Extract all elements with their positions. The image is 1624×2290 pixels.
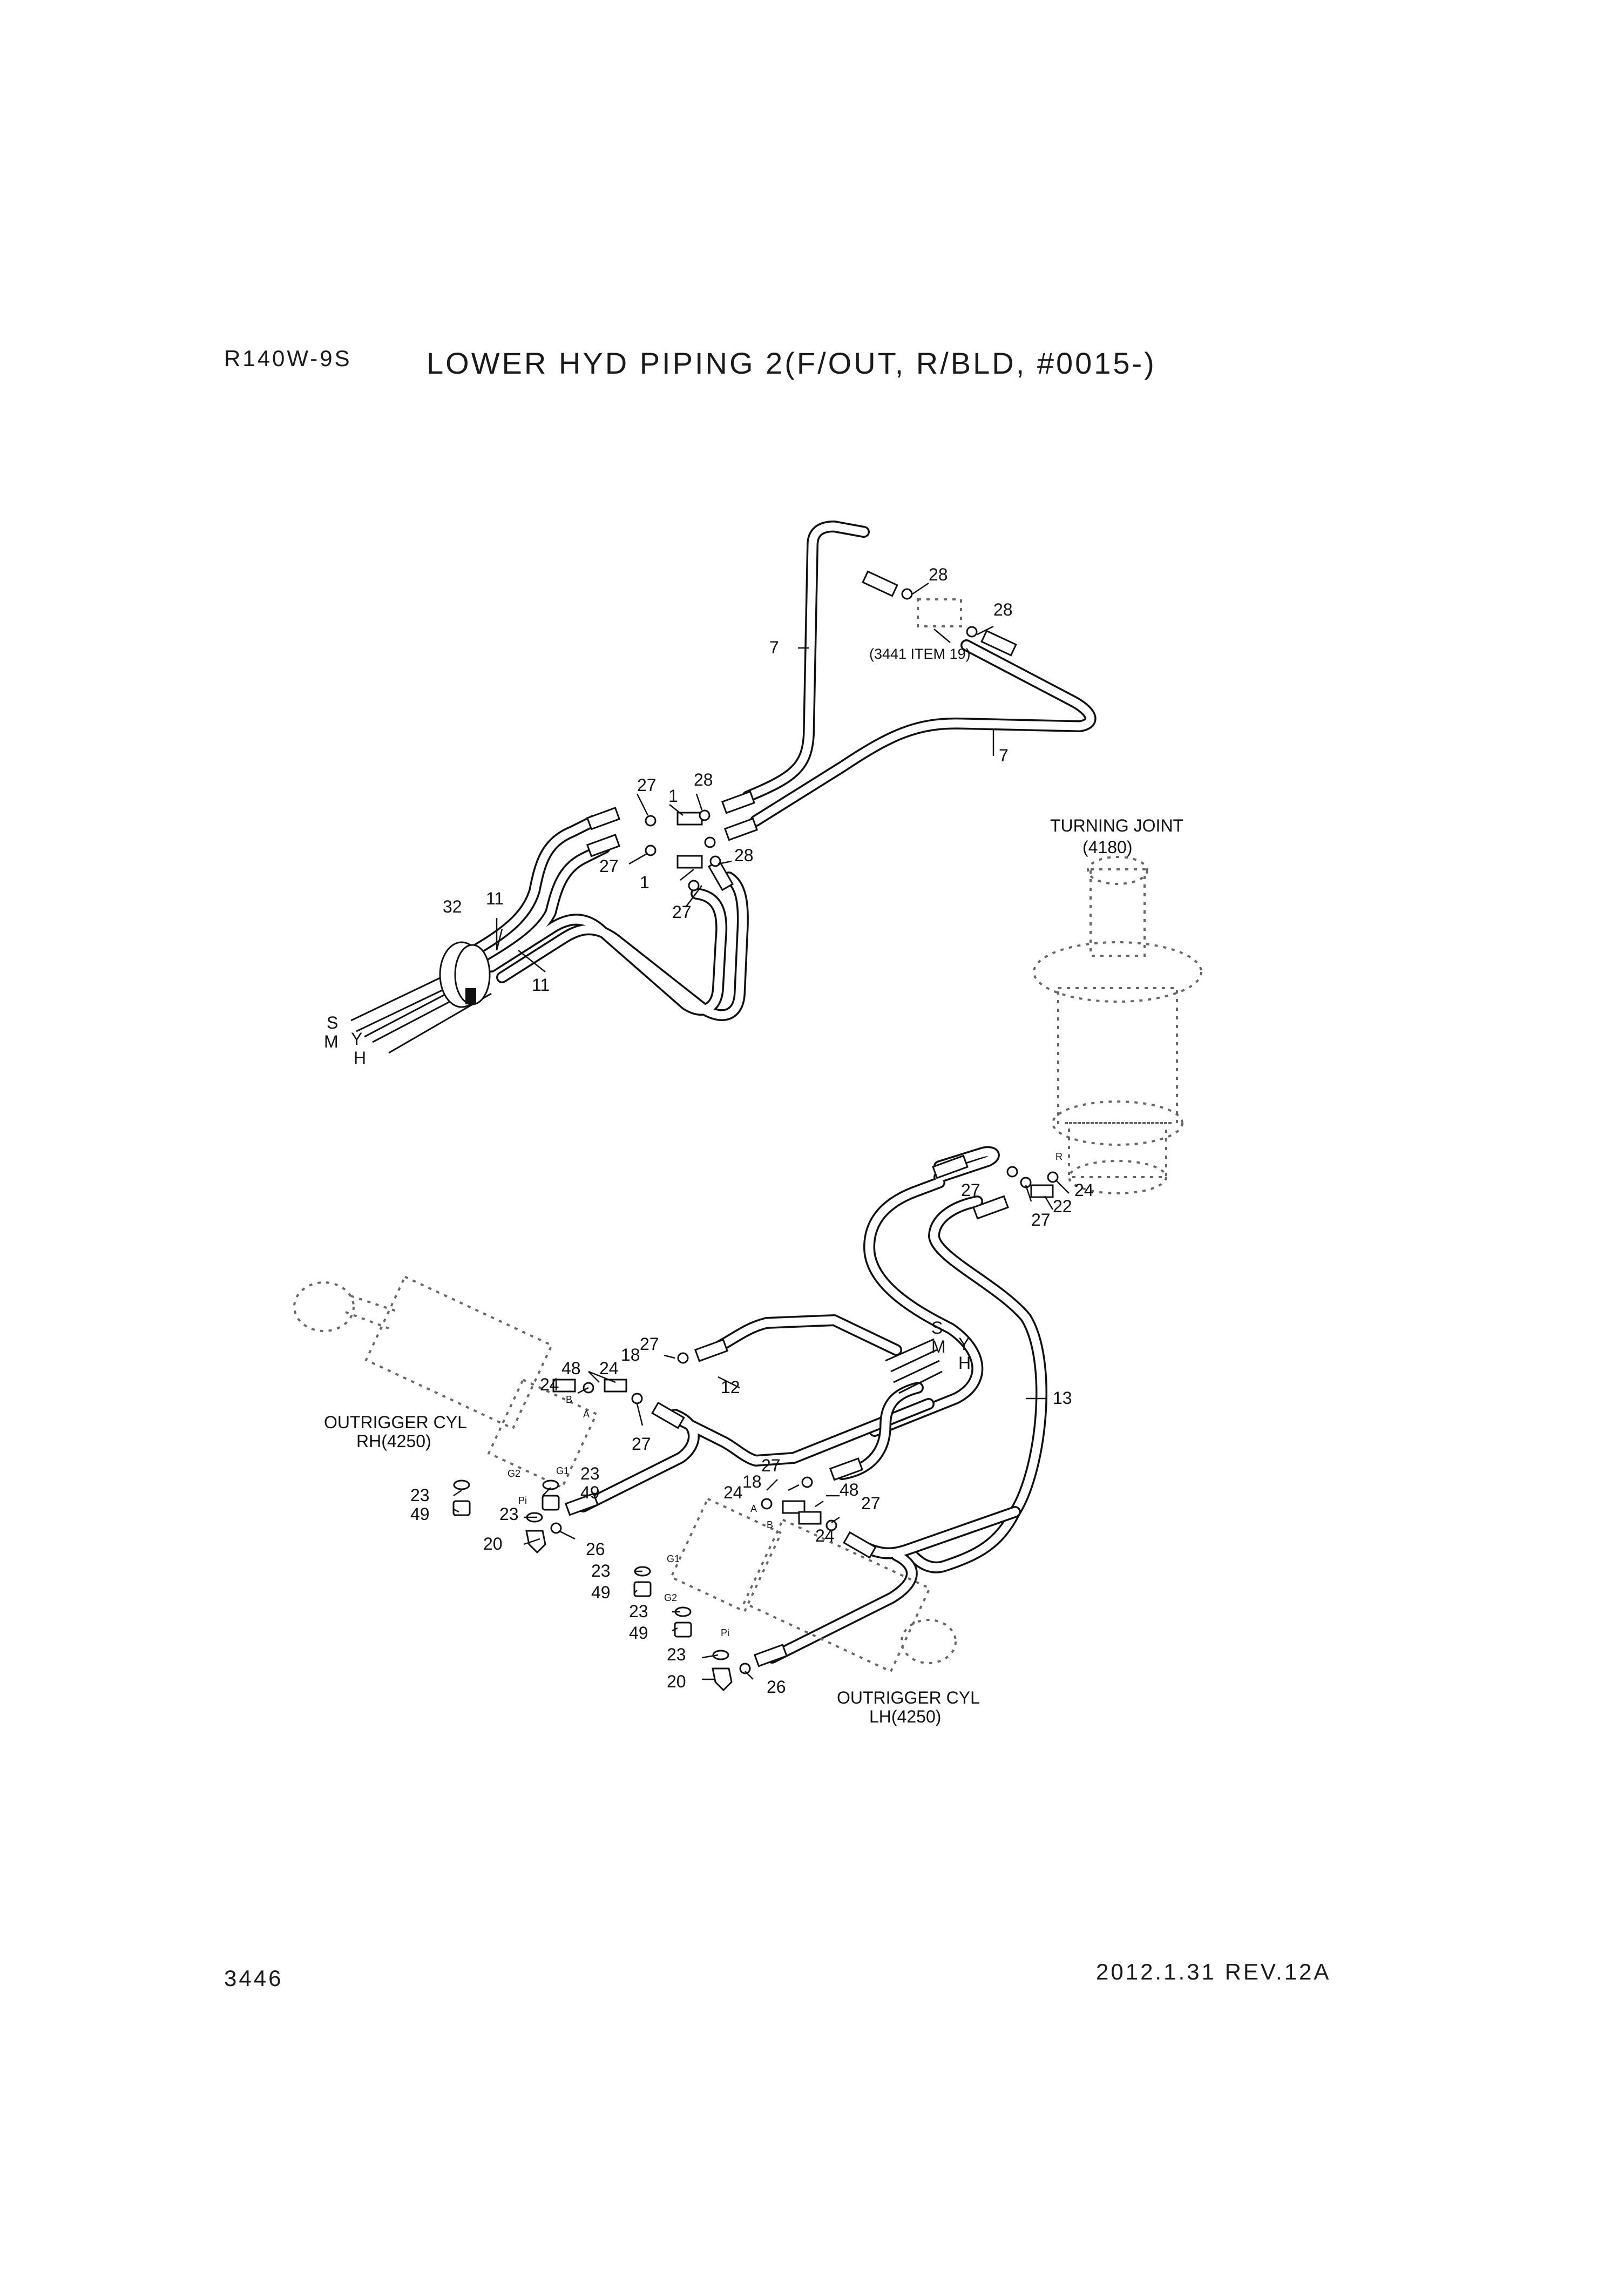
callout-28: 28 <box>694 770 713 789</box>
upper-hose-routing <box>350 521 1097 1054</box>
port-s-top: S <box>327 1013 338 1032</box>
port-h-mid: H <box>958 1353 971 1373</box>
callout-13: 13 <box>1053 1388 1072 1408</box>
lower-fittings <box>452 1154 1059 1692</box>
callout-23: 23 <box>591 1561 611 1580</box>
port-h-top: H <box>354 1048 366 1068</box>
callout-27: 27 <box>961 1180 980 1200</box>
callout-28: 28 <box>993 600 1013 619</box>
callout-24: 24 <box>540 1375 559 1394</box>
port-m-top: M <box>324 1032 339 1051</box>
callout-27: 27 <box>672 902 692 922</box>
callout-12: 12 <box>721 1377 740 1397</box>
callout-27: 27 <box>599 856 619 876</box>
outrigger-lh-ref: LH(4250) <box>869 1707 941 1726</box>
port-rh-a: A <box>583 1409 590 1420</box>
callout-27: 27 <box>632 1434 651 1454</box>
port-rh-g1: G1 <box>556 1465 569 1476</box>
leader-lines <box>453 582 1070 1680</box>
callout-24: 24 <box>599 1359 619 1378</box>
callout-27: 27 <box>1031 1210 1051 1230</box>
port-rh-g2: G2 <box>508 1468 520 1479</box>
callout-27: 27 <box>861 1494 881 1513</box>
callout-11: 11 <box>486 889 504 908</box>
callout-18: 18 <box>742 1472 762 1491</box>
port-y-top: Y <box>351 1029 362 1049</box>
callout-20: 20 <box>667 1672 686 1691</box>
callout-32: 32 <box>443 897 462 916</box>
port-s-mid: S <box>931 1318 943 1337</box>
callout-28: 28 <box>929 565 948 584</box>
item-ref-label: (3441 ITEM 19) <box>869 646 971 662</box>
callout-23: 23 <box>410 1485 430 1505</box>
callout-24: 24 <box>815 1526 835 1545</box>
port-rh-pi: Pi <box>518 1495 527 1506</box>
callout-27: 27 <box>761 1456 781 1475</box>
callout-24: 24 <box>723 1483 743 1502</box>
page-number: 3446 <box>224 1965 283 1991</box>
outrigger-rh-ref: RH(4250) <box>356 1431 431 1451</box>
callout-18: 18 <box>621 1345 640 1364</box>
callout-23: 23 <box>629 1602 648 1621</box>
upper-fittings <box>586 570 1017 891</box>
callout-26: 26 <box>586 1539 605 1559</box>
clamp-32 <box>439 941 491 1008</box>
turning-joint-label: TURNING JOINT <box>1050 816 1183 835</box>
callout-7: 7 <box>999 746 1009 765</box>
port-r: R <box>1055 1151 1063 1162</box>
port-m-mid: M <box>931 1337 946 1356</box>
port-labels: S M Y H S M Y H R A B G1 G2 Pi A B G1 G2… <box>324 1013 1063 1638</box>
outrigger-lh-label: OUTRIGGER CYL <box>837 1688 980 1707</box>
callout-27: 27 <box>637 775 657 795</box>
part-callouts: 28 28 7 7 27 28 1 27 1 28 27 32 11 11 27… <box>410 565 1094 1697</box>
lower-hose-routing <box>577 1146 1047 1664</box>
callout-49: 49 <box>580 1483 600 1502</box>
callout-49: 49 <box>410 1504 430 1524</box>
port-lh-g2: G2 <box>664 1592 677 1603</box>
callout-22: 22 <box>1053 1197 1072 1216</box>
callout-23: 23 <box>667 1645 686 1664</box>
port-lh-a: A <box>750 1503 757 1514</box>
callout-48: 48 <box>840 1480 859 1499</box>
reference-labels: TURNING JOINT (4180) (3441 ITEM 19) OUTR… <box>324 646 1183 1726</box>
callout-23: 23 <box>499 1504 519 1524</box>
port-rh-b: B <box>566 1394 572 1405</box>
turning-joint-ref: (4180) <box>1082 837 1133 857</box>
model-code: R140W-9S <box>224 346 352 371</box>
revision-date: 2012.1.31 REV.12A <box>1096 1959 1331 1984</box>
callout-1: 1 <box>668 786 678 806</box>
callout-1: 1 <box>640 873 649 892</box>
callout-49: 49 <box>629 1623 648 1643</box>
port-lh-pi: Pi <box>721 1627 729 1638</box>
callout-23: 23 <box>580 1464 600 1483</box>
port-lh-g1: G1 <box>667 1553 680 1564</box>
callout-27: 27 <box>640 1334 659 1354</box>
callout-28: 28 <box>734 846 754 865</box>
callout-49: 49 <box>591 1583 611 1602</box>
callout-7: 7 <box>769 638 779 657</box>
callout-48: 48 <box>561 1359 581 1378</box>
page-title: LOWER HYD PIPING 2(F/OUT, R/BLD, #0015-) <box>427 346 1156 380</box>
port-y-mid: Y <box>958 1334 970 1354</box>
callout-24: 24 <box>1074 1180 1094 1200</box>
callout-20: 20 <box>483 1534 503 1553</box>
callout-26: 26 <box>767 1677 786 1697</box>
port-lh-b: B <box>767 1519 773 1530</box>
callout-11: 11 <box>532 975 550 995</box>
turning-joint-4180 <box>1033 856 1202 1194</box>
outrigger-rh-label: OUTRIGGER CYL <box>324 1413 467 1432</box>
outrigger-cylinder-rh <box>293 1275 598 1489</box>
